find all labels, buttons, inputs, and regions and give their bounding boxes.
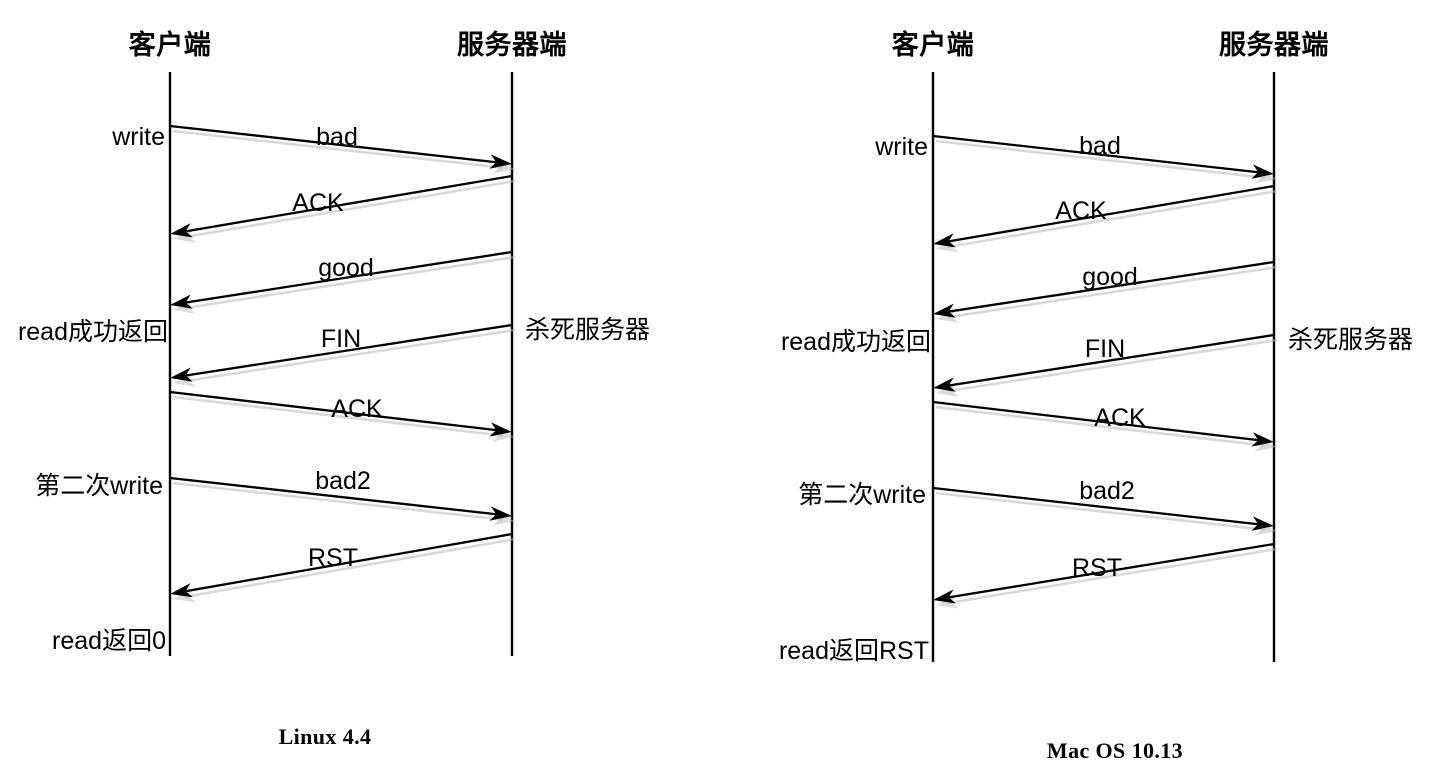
message-bad-macos-0: [932, 134, 1277, 184]
message-label-bad2-linux-5: bad2: [315, 467, 371, 495]
message-shadow-line: [172, 129, 504, 169]
message-arrow-head: [170, 583, 193, 598]
message-shadow-line: [935, 405, 1266, 447]
message-arrow-head: [1251, 516, 1274, 531]
message-arrow-head: [1251, 432, 1274, 447]
message-shadow-line: [947, 265, 1278, 319]
message-line: [932, 400, 1261, 442]
message-label-fin-linux-3: FIN: [320, 325, 362, 353]
message-line: [183, 323, 513, 378]
message-arrow-head: [170, 294, 193, 309]
message-line: [946, 184, 1275, 243]
client-note-linux-0: write: [112, 123, 165, 151]
message-line: [946, 333, 1275, 388]
message-line: [169, 390, 499, 432]
message-line: [946, 260, 1275, 314]
message-shadow-line: [947, 338, 1278, 393]
diagram-caption-macos: Mac OS 10.13: [1046, 738, 1184, 763]
message-label-ack-macos-4: ACK: [1094, 404, 1146, 432]
message-bad2-macos-5: [932, 486, 1277, 536]
message-ack-linux-4: [169, 390, 515, 442]
message-good-macos-2: [933, 260, 1278, 323]
message-rst-macos-6: [933, 542, 1278, 609]
server-title-macos: 服务器端: [1219, 30, 1329, 60]
message-fin-macos-3: [933, 333, 1278, 397]
server-title-linux: 服务器端: [457, 30, 567, 60]
message-arrow-head: [933, 377, 956, 392]
message-label-rst-macos-6: RST: [1072, 554, 1122, 582]
message-line: [183, 250, 513, 305]
message-ack-linux-1: [170, 174, 516, 243]
message-arrow-head: [933, 233, 956, 248]
message-arrow-head: [170, 367, 193, 382]
message-label-good-macos-2: good: [1082, 263, 1138, 291]
message-line: [169, 476, 499, 516]
message-label-good-linux-2: good: [318, 254, 374, 282]
diagram-caption-linux: Linux 4.4: [278, 724, 372, 749]
message-arrow-head: [489, 506, 512, 521]
message-line: [932, 134, 1261, 174]
message-shadow-line: [935, 491, 1266, 531]
message-line: [169, 124, 499, 164]
server-note-linux-0: 杀死服务器: [525, 316, 651, 344]
message-shadow-line: [172, 481, 504, 521]
message-arrow-head: [489, 154, 512, 169]
message-ack-macos-4: [932, 400, 1277, 452]
message-label-ack-linux-4: ACK: [331, 395, 383, 423]
message-shadow-line: [184, 328, 516, 383]
client-note-macos-0: write: [875, 133, 928, 161]
server-note-macos-0: 杀死服务器: [1288, 326, 1414, 354]
message-arrow-head: [170, 223, 193, 238]
message-ack-macos-1: [933, 184, 1278, 253]
message-shadow-line: [184, 537, 516, 599]
client-title-linux: 客户端: [128, 30, 212, 60]
client-title-macos: 客户端: [891, 30, 975, 60]
message-label-bad-macos-0: bad: [1079, 132, 1121, 160]
message-fin-linux-3: [170, 323, 516, 387]
message-shadow-line: [184, 179, 516, 239]
client-note-macos-2: 第二次write: [798, 481, 926, 509]
client-note-linux-3: read返回0: [52, 627, 166, 655]
message-arrow-head: [933, 589, 956, 604]
message-rst-linux-6: [170, 532, 516, 603]
message-line: [932, 486, 1261, 526]
client-note-macos-3: read返回RST: [778, 637, 929, 665]
message-line: [183, 532, 513, 593]
message-shadow-line: [935, 139, 1266, 179]
message-arrow-head: [933, 303, 956, 318]
client-note-macos-1: read成功返回: [780, 328, 931, 356]
message-label-bad-linux-0: bad: [316, 123, 358, 151]
message-line: [946, 542, 1275, 599]
message-label-ack-linux-1: ACK: [292, 189, 344, 217]
message-shadow-line: [947, 189, 1278, 249]
client-note-linux-1: read成功返回: [17, 318, 168, 346]
message-shadow-line: [172, 395, 504, 437]
message-shadow-line: [947, 547, 1278, 605]
client-note-linux-2: 第二次write: [35, 472, 163, 500]
message-arrow-head: [489, 422, 512, 437]
message-bad-linux-0: [169, 124, 515, 174]
message-line: [183, 174, 513, 233]
message-arrow-head: [1251, 164, 1274, 179]
message-shadow-line: [184, 255, 516, 310]
message-label-bad2-macos-5: bad2: [1079, 477, 1135, 505]
message-label-fin-macos-3: FIN: [1084, 335, 1126, 363]
message-label-ack-macos-1: ACK: [1055, 197, 1107, 225]
message-bad2-linux-5: [169, 476, 515, 526]
message-label-rst-linux-6: RST: [308, 544, 358, 572]
message-good-linux-2: [170, 250, 516, 314]
